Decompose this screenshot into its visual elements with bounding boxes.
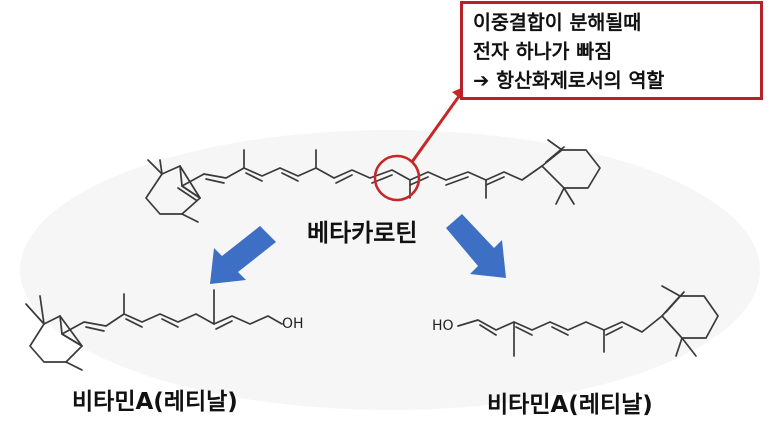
callout-line-2: 전자 하나가 빠짐 xyxy=(473,40,613,63)
callout-pointer xyxy=(410,91,464,163)
arrow-right xyxy=(446,214,506,278)
polyene-chain xyxy=(181,165,543,187)
callout-line-1: 이중결합이 분해될때 xyxy=(473,11,642,34)
background-haze xyxy=(20,130,760,410)
double-bond-highlight xyxy=(373,154,421,202)
hydroxyl-right: HO xyxy=(432,318,454,334)
beta-carotene-label: 베타카로틴 xyxy=(307,219,418,247)
callout-line-3: ➔ 항산화제로서의 역할 xyxy=(473,69,665,92)
callout-box: 이중결합이 분해될때 전자 하나가 빠짐 ➔ 항산화제로서의 역할 xyxy=(460,1,763,100)
retinal-left-label: 비타민A(레티날) xyxy=(72,389,238,415)
arrow-left xyxy=(210,226,276,284)
retinal-right-label: 비타민A(레티날) xyxy=(487,392,653,418)
hydroxyl-left: OH xyxy=(282,316,304,332)
retinal-left-structure xyxy=(25,289,283,371)
retinal-right-structure xyxy=(457,285,719,357)
